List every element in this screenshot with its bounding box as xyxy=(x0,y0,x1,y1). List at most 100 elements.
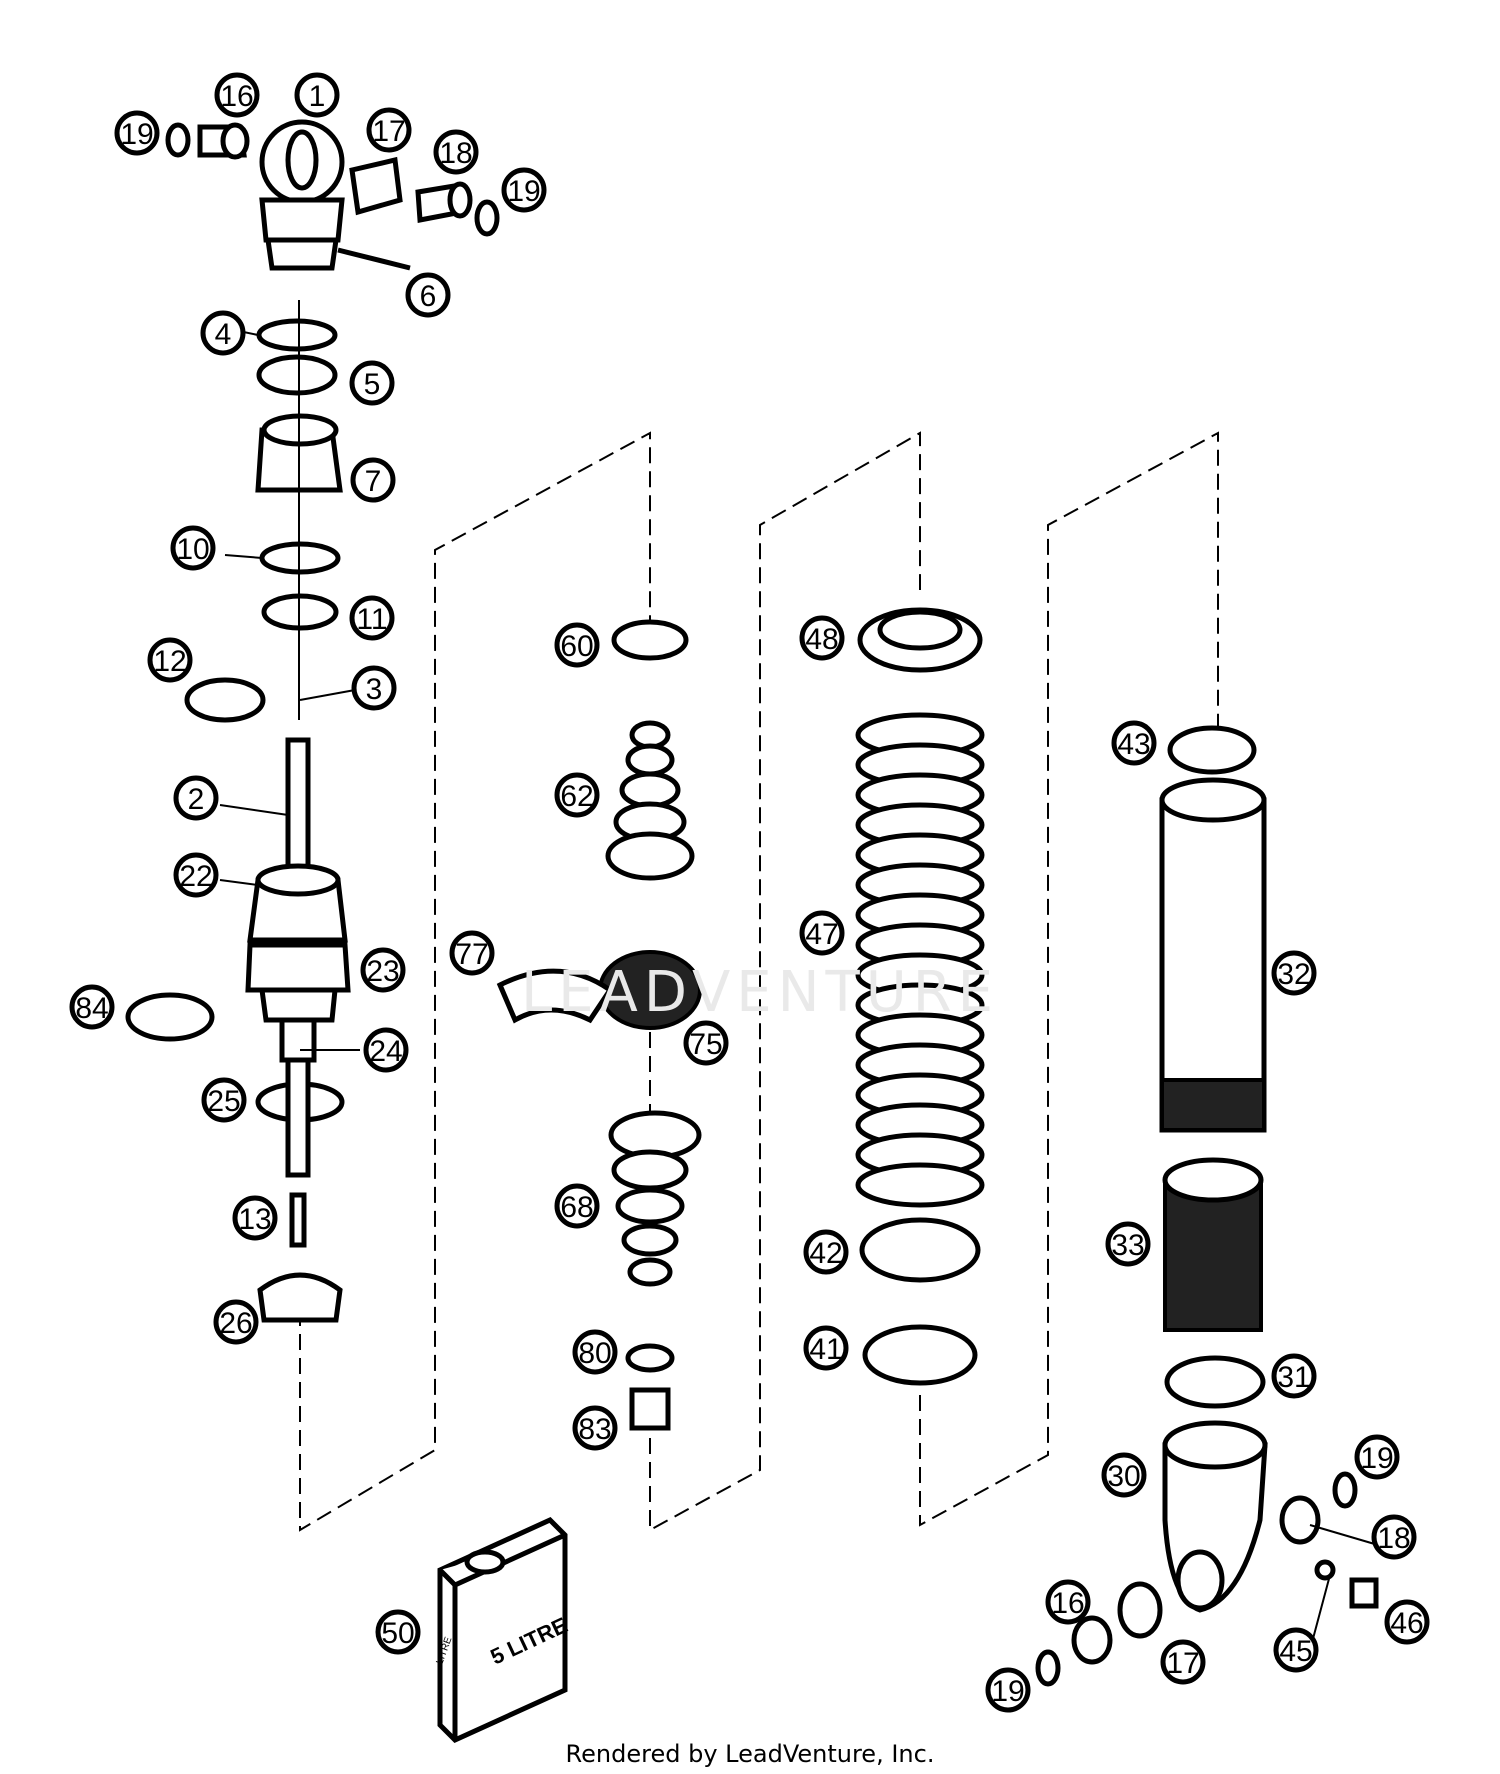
callout-labels: 1 2 3 4 5 6 7 10 11 12 13 16 16 17 17 18… xyxy=(69,72,1430,1713)
callout-22: 22 xyxy=(173,852,219,898)
svg-text:77: 77 xyxy=(455,938,488,971)
callout-47: 47 xyxy=(799,910,845,956)
svg-text:60: 60 xyxy=(560,630,593,663)
top-eye xyxy=(259,119,345,271)
callout-7: 7 xyxy=(350,457,396,503)
svg-text:12: 12 xyxy=(153,645,186,678)
svg-text:4: 4 xyxy=(215,318,232,351)
callout-17-bottom: 17 xyxy=(1160,1639,1206,1685)
svg-text:6: 6 xyxy=(420,280,437,313)
callout-19-top-right: 19 xyxy=(501,167,547,213)
svg-text:43: 43 xyxy=(1117,728,1150,761)
svg-text:83: 83 xyxy=(578,1413,611,1446)
svg-text:50: 50 xyxy=(381,1617,414,1650)
svg-text:16: 16 xyxy=(220,80,253,113)
callout-62: 62 xyxy=(554,772,600,818)
callout-84: 84 xyxy=(69,984,115,1030)
callout-50: 50 xyxy=(375,1609,421,1655)
callout-75: 75 xyxy=(683,1020,729,1066)
piston-rod-assembly xyxy=(125,737,351,1323)
shim-stack xyxy=(496,619,702,1431)
svg-text:47: 47 xyxy=(805,918,838,951)
callout-26: 26 xyxy=(213,1299,259,1345)
svg-text:45: 45 xyxy=(1279,1635,1312,1668)
svg-text:18: 18 xyxy=(1377,1522,1410,1555)
svg-text:80: 80 xyxy=(578,1337,611,1370)
svg-text:75: 75 xyxy=(689,1028,722,1061)
svg-text:7: 7 xyxy=(365,465,382,498)
svg-text:84: 84 xyxy=(75,992,108,1025)
svg-text:11: 11 xyxy=(356,603,387,636)
callout-12: 12 xyxy=(147,637,193,683)
svg-text:5: 5 xyxy=(364,368,381,401)
svg-text:13: 13 xyxy=(238,1203,271,1236)
svg-text:19: 19 xyxy=(120,118,153,151)
svg-text:19: 19 xyxy=(507,175,540,208)
callout-18-bottom: 18 xyxy=(1371,1514,1417,1560)
svg-text:42: 42 xyxy=(809,1237,842,1270)
callout-41: 41 xyxy=(803,1325,849,1371)
svg-text:32: 32 xyxy=(1277,958,1310,991)
callout-16-top: 16 xyxy=(214,72,260,118)
callout-19-top-left: 19 xyxy=(114,110,160,156)
callout-48: 48 xyxy=(799,615,845,661)
callout-25: 25 xyxy=(201,1077,247,1123)
callout-3: 3 xyxy=(351,665,397,711)
svg-text:1: 1 xyxy=(309,80,326,113)
callout-80: 80 xyxy=(572,1329,618,1375)
callout-83: 83 xyxy=(572,1405,618,1451)
callout-4: 4 xyxy=(200,310,246,356)
svg-text:24: 24 xyxy=(369,1035,402,1068)
callout-68: 68 xyxy=(554,1183,600,1229)
svg-text:23: 23 xyxy=(366,955,399,988)
svg-text:19: 19 xyxy=(1360,1442,1393,1475)
spring-assembly xyxy=(855,607,985,1386)
callout-18-top: 18 xyxy=(433,129,479,175)
upper-rings xyxy=(184,300,343,723)
damper-body xyxy=(1035,725,1379,1687)
callout-24: 24 xyxy=(363,1027,409,1073)
svg-text:18: 18 xyxy=(439,137,472,170)
callout-31: 31 xyxy=(1271,1353,1317,1399)
watermark: LEADVENTURE xyxy=(520,960,1000,1025)
callout-1: 1 xyxy=(294,72,340,118)
svg-text:41: 41 xyxy=(809,1333,842,1366)
svg-text:25: 25 xyxy=(207,1085,240,1118)
callout-19-bottom-left: 19 xyxy=(985,1667,1031,1713)
coil-spring xyxy=(855,712,985,1208)
callout-19-bottom-right: 19 xyxy=(1354,1434,1400,1480)
callout-23: 23 xyxy=(360,947,406,993)
callout-43: 43 xyxy=(1111,720,1157,766)
svg-text:48: 48 xyxy=(805,623,838,656)
callout-46: 46 xyxy=(1384,1599,1430,1645)
callout-32: 32 xyxy=(1271,950,1317,996)
svg-text:22: 22 xyxy=(179,860,212,893)
footer-credit: Rendered by LeadVenture, Inc. xyxy=(565,1740,935,1768)
svg-text:16: 16 xyxy=(1051,1587,1084,1620)
svg-text:17: 17 xyxy=(1166,1647,1199,1680)
callout-17-top: 17 xyxy=(366,107,412,153)
svg-text:17: 17 xyxy=(372,115,405,148)
svg-text:33: 33 xyxy=(1111,1229,1144,1262)
callout-2: 2 xyxy=(173,775,219,821)
oil-can: 5 LITRE LITRE xyxy=(434,1517,571,1743)
callout-33: 33 xyxy=(1105,1221,1151,1267)
svg-text:3: 3 xyxy=(366,673,383,706)
callout-6: 6 xyxy=(405,272,451,318)
callout-77: 77 xyxy=(449,930,495,976)
callout-16-bottom: 16 xyxy=(1045,1579,1091,1625)
svg-text:2: 2 xyxy=(188,783,205,816)
callout-45: 45 xyxy=(1273,1627,1319,1673)
svg-text:31: 31 xyxy=(1277,1361,1310,1394)
svg-text:68: 68 xyxy=(560,1191,593,1224)
spring-coil xyxy=(855,1162,985,1208)
callout-42: 42 xyxy=(803,1229,849,1275)
svg-text:10: 10 xyxy=(176,533,209,566)
svg-text:19: 19 xyxy=(991,1675,1024,1708)
callout-11: 11 xyxy=(349,595,395,641)
callout-30: 30 xyxy=(1101,1452,1147,1498)
svg-text:26: 26 xyxy=(219,1307,252,1340)
callout-10: 10 xyxy=(170,525,216,571)
svg-text:62: 62 xyxy=(560,780,593,813)
